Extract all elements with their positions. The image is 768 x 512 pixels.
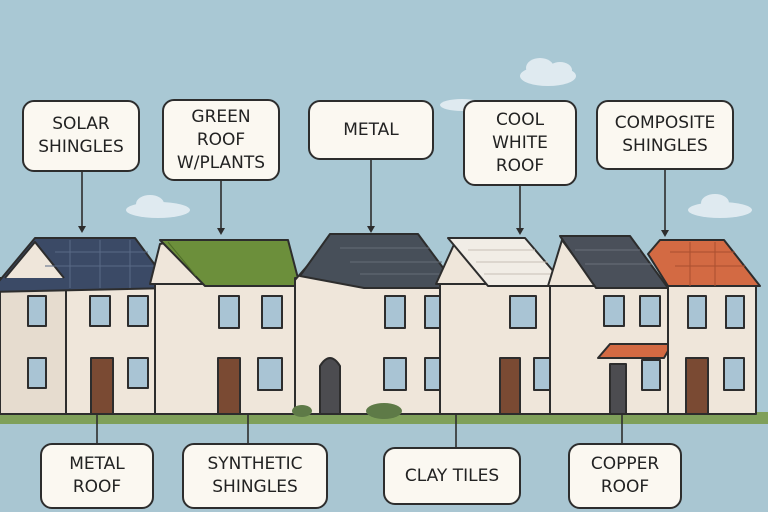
label-copper-roof: COPPER ROOF — [568, 443, 682, 509]
bush — [366, 403, 402, 419]
label-solar-shingles: SOLAR SHINGLES — [22, 100, 140, 172]
label-composite-shingles: COMPOSITE SHINGLES — [596, 100, 734, 170]
label-metal: METAL — [308, 100, 434, 160]
cloud — [688, 194, 752, 218]
label-metal-roof: METAL ROOF — [40, 443, 154, 509]
house-6 — [647, 239, 761, 415]
connector-arrow — [367, 226, 375, 233]
cloud — [126, 195, 190, 218]
house-5 — [547, 235, 673, 415]
house-1 — [0, 237, 173, 415]
label-cool-white-roof: COOL WHITE ROOF — [463, 100, 577, 186]
connector-arrow — [78, 226, 86, 233]
house-3 — [294, 233, 459, 415]
label-clay-tiles: CLAY TILES — [383, 447, 521, 505]
label-green-roof: GREEN ROOF W/PLANTS — [162, 99, 280, 181]
connector-arrow — [217, 228, 225, 235]
connector-arrow — [516, 228, 524, 235]
cloud — [520, 58, 576, 86]
house-4 — [435, 237, 567, 415]
bush — [292, 405, 312, 417]
connector-arrow — [661, 230, 669, 237]
house-2 — [149, 239, 301, 415]
label-synthetic-shingles: SYNTHETIC SHINGLES — [182, 443, 328, 509]
